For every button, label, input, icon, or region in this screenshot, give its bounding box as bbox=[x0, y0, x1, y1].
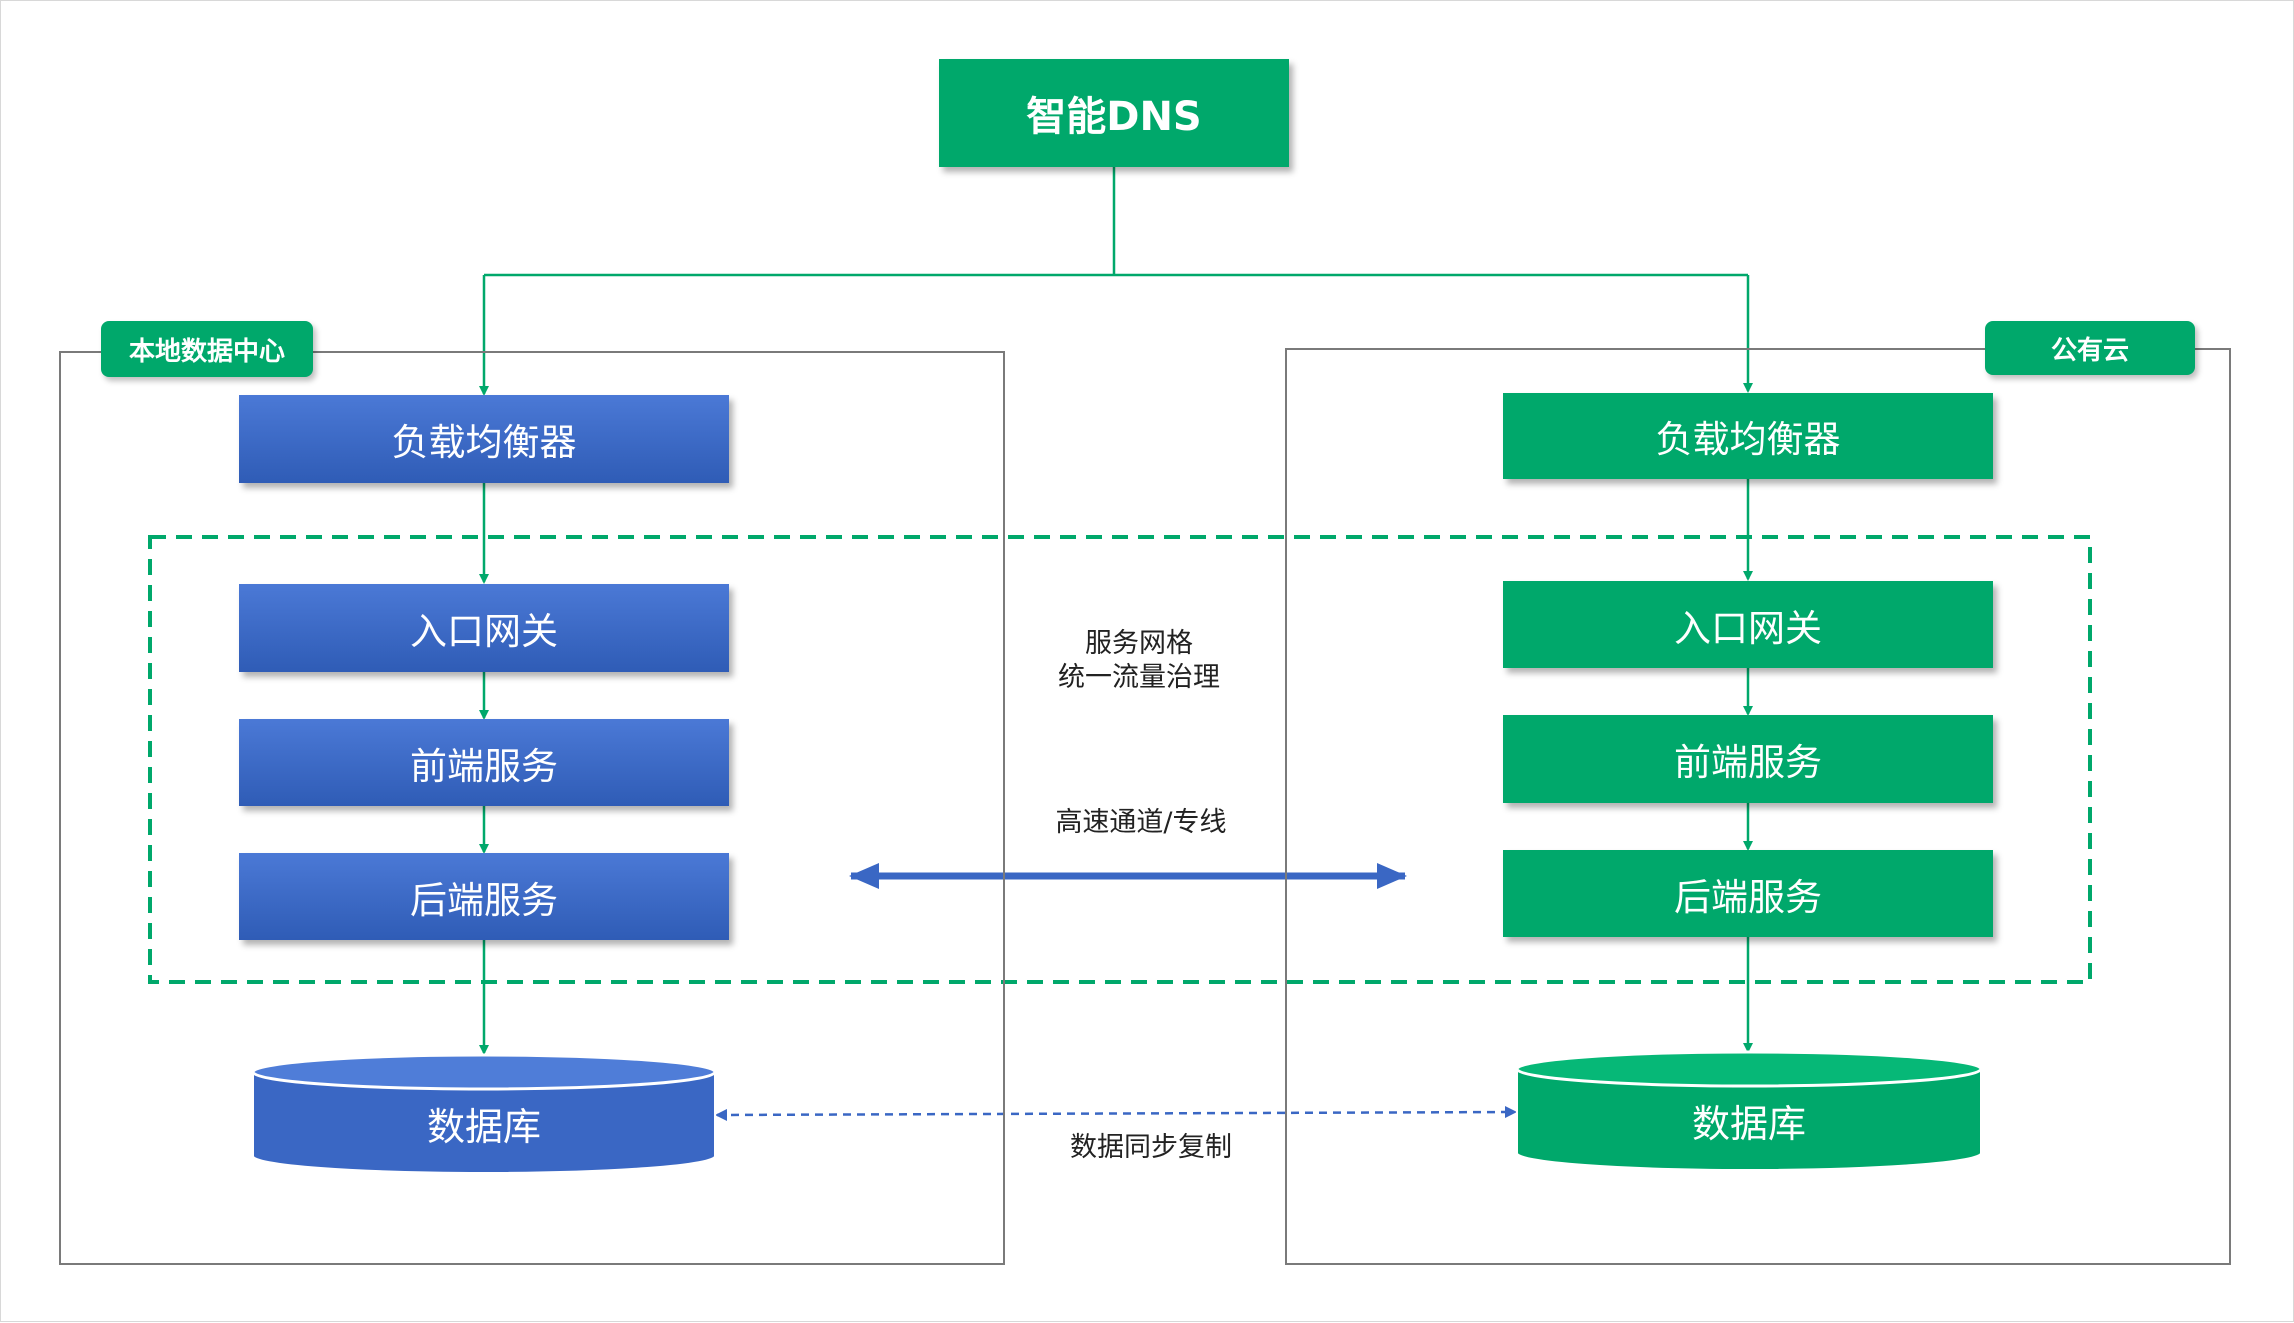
local-database-cylinder bbox=[251, 1053, 717, 1174]
replication-label: 数据同步复制 bbox=[1070, 1132, 1232, 1163]
smart-dns-node: 智能DNS bbox=[939, 59, 1289, 167]
cloud-ingress-gateway: 入口网关 bbox=[1503, 581, 1993, 668]
service-mesh-line1: 服务网格 bbox=[1085, 628, 1193, 659]
public-cloud-region bbox=[1285, 348, 2231, 1265]
service-mesh-note: 服务网格 统一流量治理 bbox=[1014, 627, 1264, 695]
service-mesh-line2: 统一流量治理 bbox=[1058, 662, 1220, 693]
local-datacenter-region bbox=[59, 351, 1005, 1265]
replication-arrow bbox=[715, 1106, 1517, 1121]
cloud-frontend-service: 前端服务 bbox=[1503, 715, 1993, 803]
cloud-backend-service: 后端服务 bbox=[1503, 850, 1993, 937]
local-database-label: 数据库 bbox=[426, 1104, 541, 1149]
local-ingress-gateway: 入口网关 bbox=[239, 584, 729, 672]
service-mesh-boundary bbox=[148, 535, 2092, 984]
cloud-database-cylinder bbox=[1515, 1050, 1983, 1171]
local-datacenter-tag: 本地数据中心 bbox=[101, 321, 313, 377]
channel-label: 高速通道/专线 bbox=[1055, 807, 1227, 838]
local-load-balancer: 负载均衡器 bbox=[239, 395, 729, 483]
cloud-load-balancer: 负载均衡器 bbox=[1503, 393, 1993, 479]
local-frontend-service: 前端服务 bbox=[239, 719, 729, 806]
dns-connector bbox=[479, 167, 1753, 396]
cloud-database-label: 数据库 bbox=[1691, 1101, 1806, 1146]
local-backend-service: 后端服务 bbox=[239, 853, 729, 940]
public-cloud-tag: 公有云 bbox=[1985, 321, 2195, 375]
